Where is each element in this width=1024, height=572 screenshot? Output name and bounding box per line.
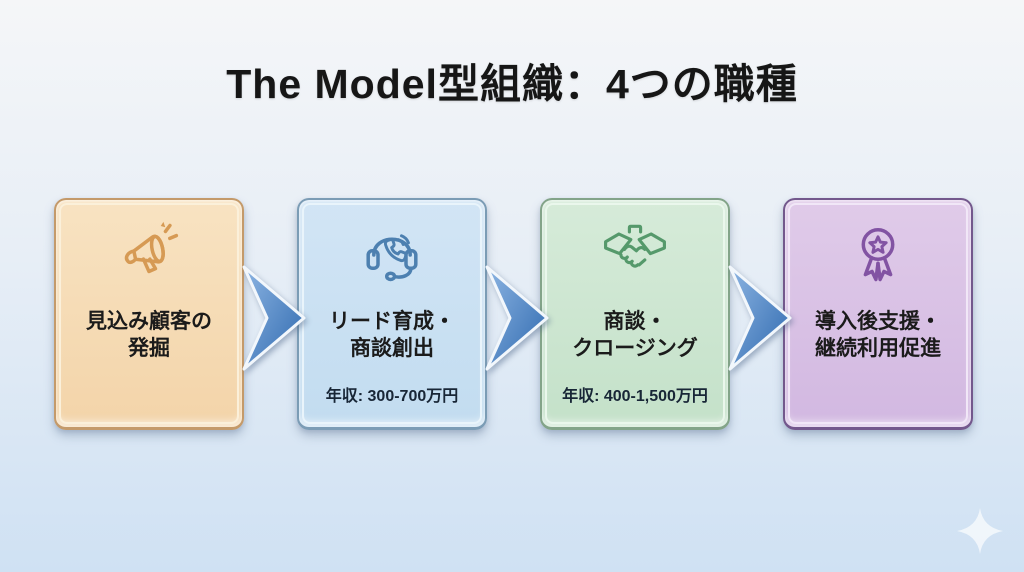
step-box-lead-nurturing: リード育成・ 商談創出 年収: 300-700万円	[297, 198, 487, 430]
step-title-line: 継続利用促進	[815, 337, 941, 360]
sparkle-icon	[957, 508, 1003, 554]
step-title-line: リード育成・	[329, 310, 455, 333]
step-title: 見込み顧客の 発掘	[56, 308, 242, 362]
flow-arrow-icon	[485, 265, 549, 371]
step-title-line: 商談・	[603, 310, 667, 333]
step-salary: 年収: 400-1,500万円	[562, 388, 708, 405]
step-box-lead-discovery: 見込み顧客の 発掘	[54, 198, 244, 430]
step-box-closing: 商談・ クロージング 年収: 400-1,500万円	[540, 198, 730, 430]
handshake-icon	[600, 220, 670, 290]
step-title-line: 導入後支援・	[815, 310, 941, 333]
step-title-line: 見込み顧客の	[86, 310, 212, 333]
award-ribbon-icon	[843, 220, 913, 290]
headset-phone-icon	[357, 220, 427, 290]
step-title: 導入後支援・ 継続利用促進	[785, 308, 971, 362]
flow-arrow-icon	[728, 265, 792, 371]
page-title: The Model型組織：4つの職種	[226, 61, 798, 107]
step-title: リード育成・ 商談創出	[299, 308, 485, 362]
step-title: 商談・ クロージング	[542, 308, 728, 362]
step-salary: 年収: 300-700万円	[325, 388, 459, 405]
step-title-line: 発掘	[128, 337, 170, 360]
step-title-line: クロージング	[572, 337, 698, 360]
megaphone-icon	[114, 220, 184, 290]
step-box-customer-success: 導入後支援・ 継続利用促進	[783, 198, 973, 430]
step-title-line: 商談創出	[350, 337, 434, 360]
flow-arrow-icon	[242, 265, 306, 371]
